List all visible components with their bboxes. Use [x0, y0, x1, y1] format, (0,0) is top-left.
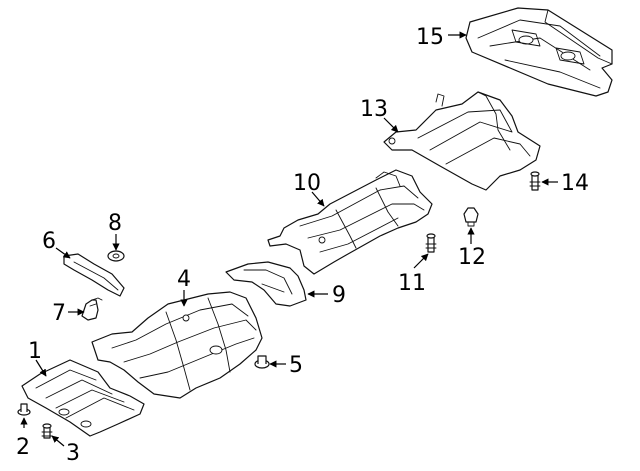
leader-10 — [311, 191, 325, 207]
part-7-bolt[interactable] — [81, 297, 103, 321]
part-4-heat-shield[interactable] — [91, 291, 263, 399]
part-5-push-pin[interactable] — [254, 355, 270, 369]
leader-3 — [51, 435, 65, 447]
leader-lines — [20, 31, 558, 447]
callout-4: 4 — [177, 267, 191, 292]
part-2-push-pin[interactable] — [17, 403, 31, 416]
callout-14: 14 — [561, 171, 589, 196]
part-12-push-pin[interactable] — [463, 207, 479, 227]
callout-15: 15 — [416, 25, 444, 50]
leader-6 — [55, 247, 71, 259]
callout-7: 7 — [52, 301, 66, 326]
part-11-screw-clip[interactable] — [425, 233, 437, 253]
part-10-heat-shield[interactable] — [267, 169, 433, 275]
callout-5: 5 — [289, 353, 303, 378]
callout-1: 1 — [28, 339, 42, 364]
callout-8: 8 — [108, 211, 122, 236]
callout-10: 10 — [293, 171, 321, 196]
part-14-screw-clip[interactable] — [529, 171, 541, 191]
callout-12: 12 — [458, 245, 486, 270]
leader-11 — [413, 253, 429, 269]
callout-9: 9 — [332, 283, 346, 308]
part-8-nut[interactable] — [107, 250, 125, 262]
callout-3: 3 — [66, 441, 80, 466]
part-3-screw-clip[interactable] — [41, 423, 53, 439]
callout-11: 11 — [398, 271, 426, 296]
leader-13 — [383, 117, 399, 133]
leader-1 — [35, 359, 47, 377]
part-13-heat-shield[interactable] — [383, 91, 541, 191]
part-6-bracket[interactable] — [63, 253, 125, 297]
callout-6: 6 — [42, 229, 56, 254]
callout-13: 13 — [360, 97, 388, 122]
part-1-heat-shield[interactable] — [21, 359, 145, 437]
callout-2: 2 — [16, 435, 30, 460]
part-9-bracket[interactable] — [225, 261, 307, 307]
part-15-heat-shield[interactable] — [465, 7, 613, 97]
callout-labels: 1 2 3 4 5 6 7 8 9 10 11 12 13 14 15 — [16, 25, 589, 466]
